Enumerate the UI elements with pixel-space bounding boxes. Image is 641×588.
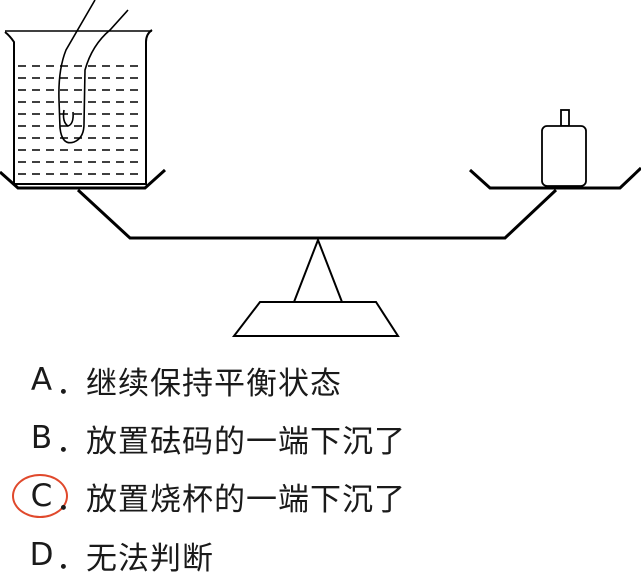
option-b: B ． 放置砝码的一端下沉了 — [28, 413, 406, 463]
option-b-letter: B — [30, 420, 54, 456]
option-a-separator: ． — [56, 365, 88, 402]
option-d: D ． 无法判断 — [28, 530, 214, 580]
balance-base — [231, 301, 400, 337]
option-a-letter: A — [30, 362, 54, 398]
weight-block — [541, 109, 587, 187]
option-d-text: 无法判断 — [86, 540, 214, 577]
option-d-separator: ． — [56, 540, 88, 577]
option-d-letter: D — [29, 537, 55, 573]
balance-figure — [0, 0, 641, 337]
fulcrum — [292, 237, 344, 303]
balance-beam — [76, 188, 558, 240]
options-list: A ． 继续保持平衡状态 B ． 放置砝码的一端下沉了 C ． 放置烧杯的一端下… — [0, 345, 641, 588]
right-pan — [468, 166, 641, 190]
option-c-letter: C — [30, 478, 54, 514]
option-b-separator: ． — [56, 423, 88, 460]
answer-circle-mark — [12, 474, 68, 518]
option-a-text: 继续保持平衡状态 — [86, 365, 342, 402]
option-a: A ． 继续保持平衡状态 — [28, 355, 342, 405]
option-c: C ． 放置烧杯的一端下沉了 — [28, 471, 406, 521]
option-c-text: 放置烧杯的一端下沉了 — [86, 481, 406, 518]
beaker-water — [18, 65, 143, 175]
beaker — [4, 29, 153, 185]
option-c-separator: ． — [56, 481, 88, 518]
left-pan — [0, 168, 167, 190]
option-b-text: 放置砝码的一端下沉了 — [86, 423, 406, 460]
finger-in-water — [58, 0, 129, 144]
